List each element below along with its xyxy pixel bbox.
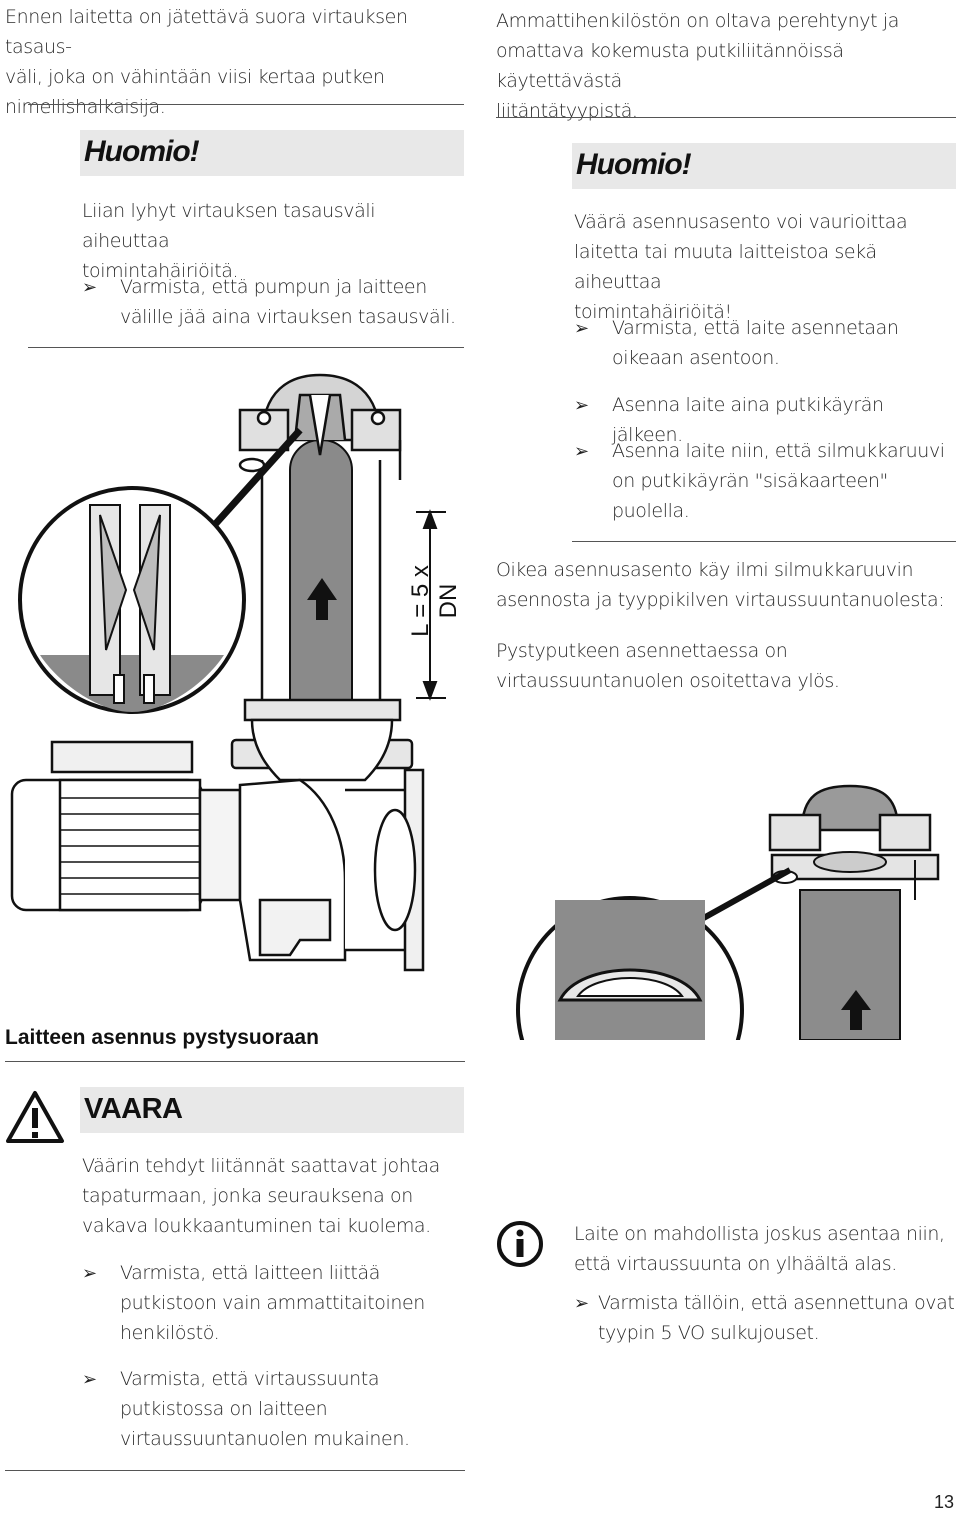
notice-title: Huomio! <box>84 135 200 168</box>
arrowhead-bullet-icon: ➢ <box>574 318 590 338</box>
bullet-item: ➢ Asenna laite niin, että silmukkaruuvi … <box>574 436 958 526</box>
arrowhead-bullet-icon: ➢ <box>82 1369 98 1389</box>
arrowhead-bullet-icon: ➢ <box>574 441 590 461</box>
danger-title: VAARA <box>84 1093 183 1125</box>
section-heading: Laitteen asennus pystysuoraan <box>5 1026 319 1049</box>
vertical-pipe-paragraph: Pystyputkeen asennettaessa on virtaussuu… <box>496 640 840 692</box>
bullet-text: Asenna laite aina putkikäyrän jälkeen. <box>612 394 884 446</box>
pump-installation-illustration <box>10 373 446 972</box>
eyebolt-orientation-illustration <box>516 784 940 1040</box>
intro-right: Ammattihenkilöstön on oltava perehtynyt … <box>496 10 899 122</box>
danger-box: VAARA <box>80 1087 464 1133</box>
notice-box-1: Huomio! <box>80 130 464 176</box>
dimension-label: L = 5 x DN <box>407 565 462 637</box>
notice-title: Huomio! <box>576 148 692 181</box>
bullet-item: ➢ Varmista, että laitteen liittää putkis… <box>82 1258 462 1348</box>
bullet-item: ➢ Varmista tällöin, että asennettuna ova… <box>574 1288 958 1348</box>
bullet-item: ➢ Varmista, että pumpun ja laitteen väli… <box>82 272 462 332</box>
divider <box>28 104 464 105</box>
arrowhead-bullet-icon: ➢ <box>82 1263 98 1283</box>
intro-left: Ennen laitetta on jätettävä suora virtau… <box>5 6 408 118</box>
bullet-item: ➢ Varmista, että laite asennetaan oikeaa… <box>574 313 958 373</box>
page-number: 13 <box>934 1492 955 1512</box>
arrowhead-bullet-icon: ➢ <box>82 277 98 297</box>
divider <box>5 1061 465 1062</box>
bullet-text: Varmista, että pumpun ja laitteen välill… <box>120 276 456 328</box>
divider <box>572 541 956 542</box>
danger-text: Väärin tehdyt liitännät saattavat johtaa… <box>82 1155 440 1237</box>
notice-box-2: Huomio! <box>572 143 956 189</box>
bullet-text: Varmista, että virtaussuunta putkistossa… <box>120 1368 410 1450</box>
arrowhead-bullet-icon: ➢ <box>574 395 590 415</box>
info-text: Laite on mahdollista joskus asentaa niin… <box>574 1223 945 1275</box>
bullet-text: Varmista tällöin, että asennettuna ovat … <box>598 1292 955 1344</box>
arrowhead-bullet-icon: ➢ <box>574 1293 590 1313</box>
divider <box>5 1470 465 1471</box>
divider <box>28 347 464 348</box>
bullet-text: Asenna laite niin, että silmukkaruuvi on… <box>612 440 945 522</box>
notice-text-2: Väärä asennusasento voi vaurioittaa lait… <box>574 211 908 323</box>
bullet-item: ➢ Asenna laite aina putkikäyrän jälkeen. <box>574 390 958 446</box>
warning-triangle-icon <box>6 1091 64 1143</box>
bullet-item: ➢ Varmista, että virtaussuunta putkistos… <box>82 1364 462 1454</box>
notice-text-1: Liian lyhyt virtauksen tasausväli aiheut… <box>82 200 376 282</box>
flow-arrow-icon <box>307 578 337 620</box>
divider <box>496 117 956 118</box>
magnified-flap-detail <box>40 504 224 712</box>
bullet-text: Varmista, että laite asennetaan oikeaan … <box>612 317 899 369</box>
orientation-paragraph: Oikea asennusasento käy ilmi silmukkaruu… <box>496 559 945 611</box>
bullet-text: Varmista, että laitteen liittää putkisto… <box>120 1262 425 1344</box>
info-circle-icon <box>497 1221 543 1267</box>
